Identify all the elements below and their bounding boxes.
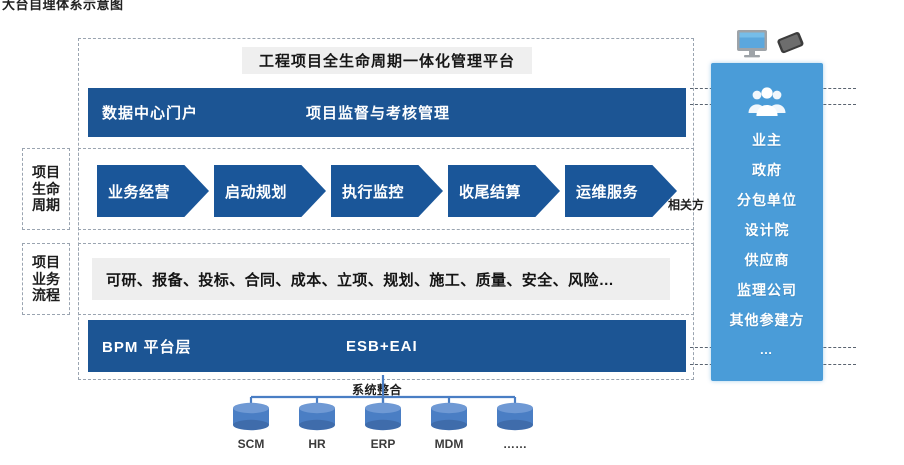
system-label-1: HR: [308, 437, 326, 451]
system-integration-label: 系统整合: [352, 383, 403, 397]
lifecycle-stage-0[interactable]: 业务经营: [97, 165, 209, 217]
process-side-label-line-2: 业务: [32, 270, 60, 287]
system-integration-group: SCM HR ERP MDM ……: [215, 375, 595, 460]
page-title: 工程项目全生命周期一体化管理平台: [242, 47, 532, 74]
lifecycle-stage-label: 运维服务: [576, 183, 639, 201]
lifecycle-stage-shape: 收尾结算: [448, 165, 560, 217]
stakeholder-item-3: 设计院: [744, 222, 790, 238]
system-label-3: MDM: [434, 437, 464, 451]
related-party-label: 相关方: [668, 198, 705, 212]
business-process-box: 可研、报备、投标、合同、成本、立项、规划、施工、质量、安全、风险…: [92, 258, 670, 300]
bpm-platform-label: BPM 平台层: [102, 338, 192, 356]
lifecycle-stage-3[interactable]: 收尾结算: [448, 165, 560, 217]
lifecycle-side-label-line-1: 项目: [32, 164, 60, 181]
lifecycle-stage-label: 收尾结算: [459, 183, 522, 201]
stakeholder-panel: 业主 政府 分包单位 设计院 供应商 监理公司 其他参建方 …: [711, 63, 823, 381]
process-side-label-line-1: 项目: [32, 254, 60, 271]
stakeholder-item-1: 政府: [752, 162, 782, 178]
system-label-0: SCM: [237, 437, 265, 451]
lifecycle-side-label-line-2: 生命: [32, 180, 60, 197]
lifecycle-stage-2[interactable]: 执行监控: [331, 165, 443, 217]
process-side-label: 项目 业务 流程: [22, 243, 70, 315]
lifecycle-stage-4[interactable]: 运维服务: [565, 165, 677, 217]
desktop-monitor-icon: [737, 30, 767, 58]
lifecycle-stage-label: 业务经营: [108, 183, 171, 201]
system-label-4: ……: [503, 437, 527, 451]
project-supervision-label: 项目监督与考核管理: [306, 105, 451, 122]
data-center-portal-label: 数据中心门户: [102, 105, 199, 122]
bpm-platform-bar: BPM 平台层 ESB+EAI: [88, 320, 686, 372]
lifecycle-stage-label: 执行监控: [342, 183, 405, 201]
lifecycle-stage-label: 启动规划: [225, 183, 288, 201]
stakeholder-item-7: …: [759, 342, 775, 357]
lifecycle-row: [78, 148, 694, 230]
device-icons: [733, 28, 813, 62]
lifecycle-stage-1[interactable]: 启动规划: [214, 165, 326, 217]
page-caption: 大台自理体系示意图: [2, 0, 124, 12]
lifecycle-stage-shape: 执行监控: [331, 165, 443, 217]
people-group-icon: [744, 87, 790, 122]
db-cylinder-icons: [233, 402, 533, 431]
lifecycle-stage-shape: 运维服务: [565, 165, 677, 217]
lifecycle-stage-shape: 业务经营: [97, 165, 209, 217]
process-side-label-line-3: 流程: [32, 287, 60, 304]
stakeholder-item-6: 其他参建方: [729, 312, 805, 328]
mobile-phone-icon: [777, 32, 804, 54]
business-process-items: 可研、报备、投标、合同、成本、立项、规划、施工、质量、安全、风险…: [106, 271, 615, 289]
stakeholder-item-5: 监理公司: [737, 282, 797, 298]
stakeholder-item-4: 供应商: [744, 252, 790, 268]
stakeholder-item-2: 分包单位: [737, 192, 797, 208]
lifecycle-side-label: 项目 生命 周期: [22, 148, 70, 230]
integration-connectors: [233, 375, 533, 431]
data-center-portal-bar: 数据中心门户 项目监督与考核管理: [88, 88, 686, 137]
esb-eai-label: ESB+EAI: [346, 337, 418, 355]
lifecycle-side-label-line-3: 周期: [32, 197, 60, 214]
stakeholder-item-0: 业主: [752, 132, 782, 148]
lifecycle-stage-shape: 启动规划: [214, 165, 326, 217]
system-label-2: ERP: [370, 437, 396, 451]
process-row: [78, 243, 694, 315]
